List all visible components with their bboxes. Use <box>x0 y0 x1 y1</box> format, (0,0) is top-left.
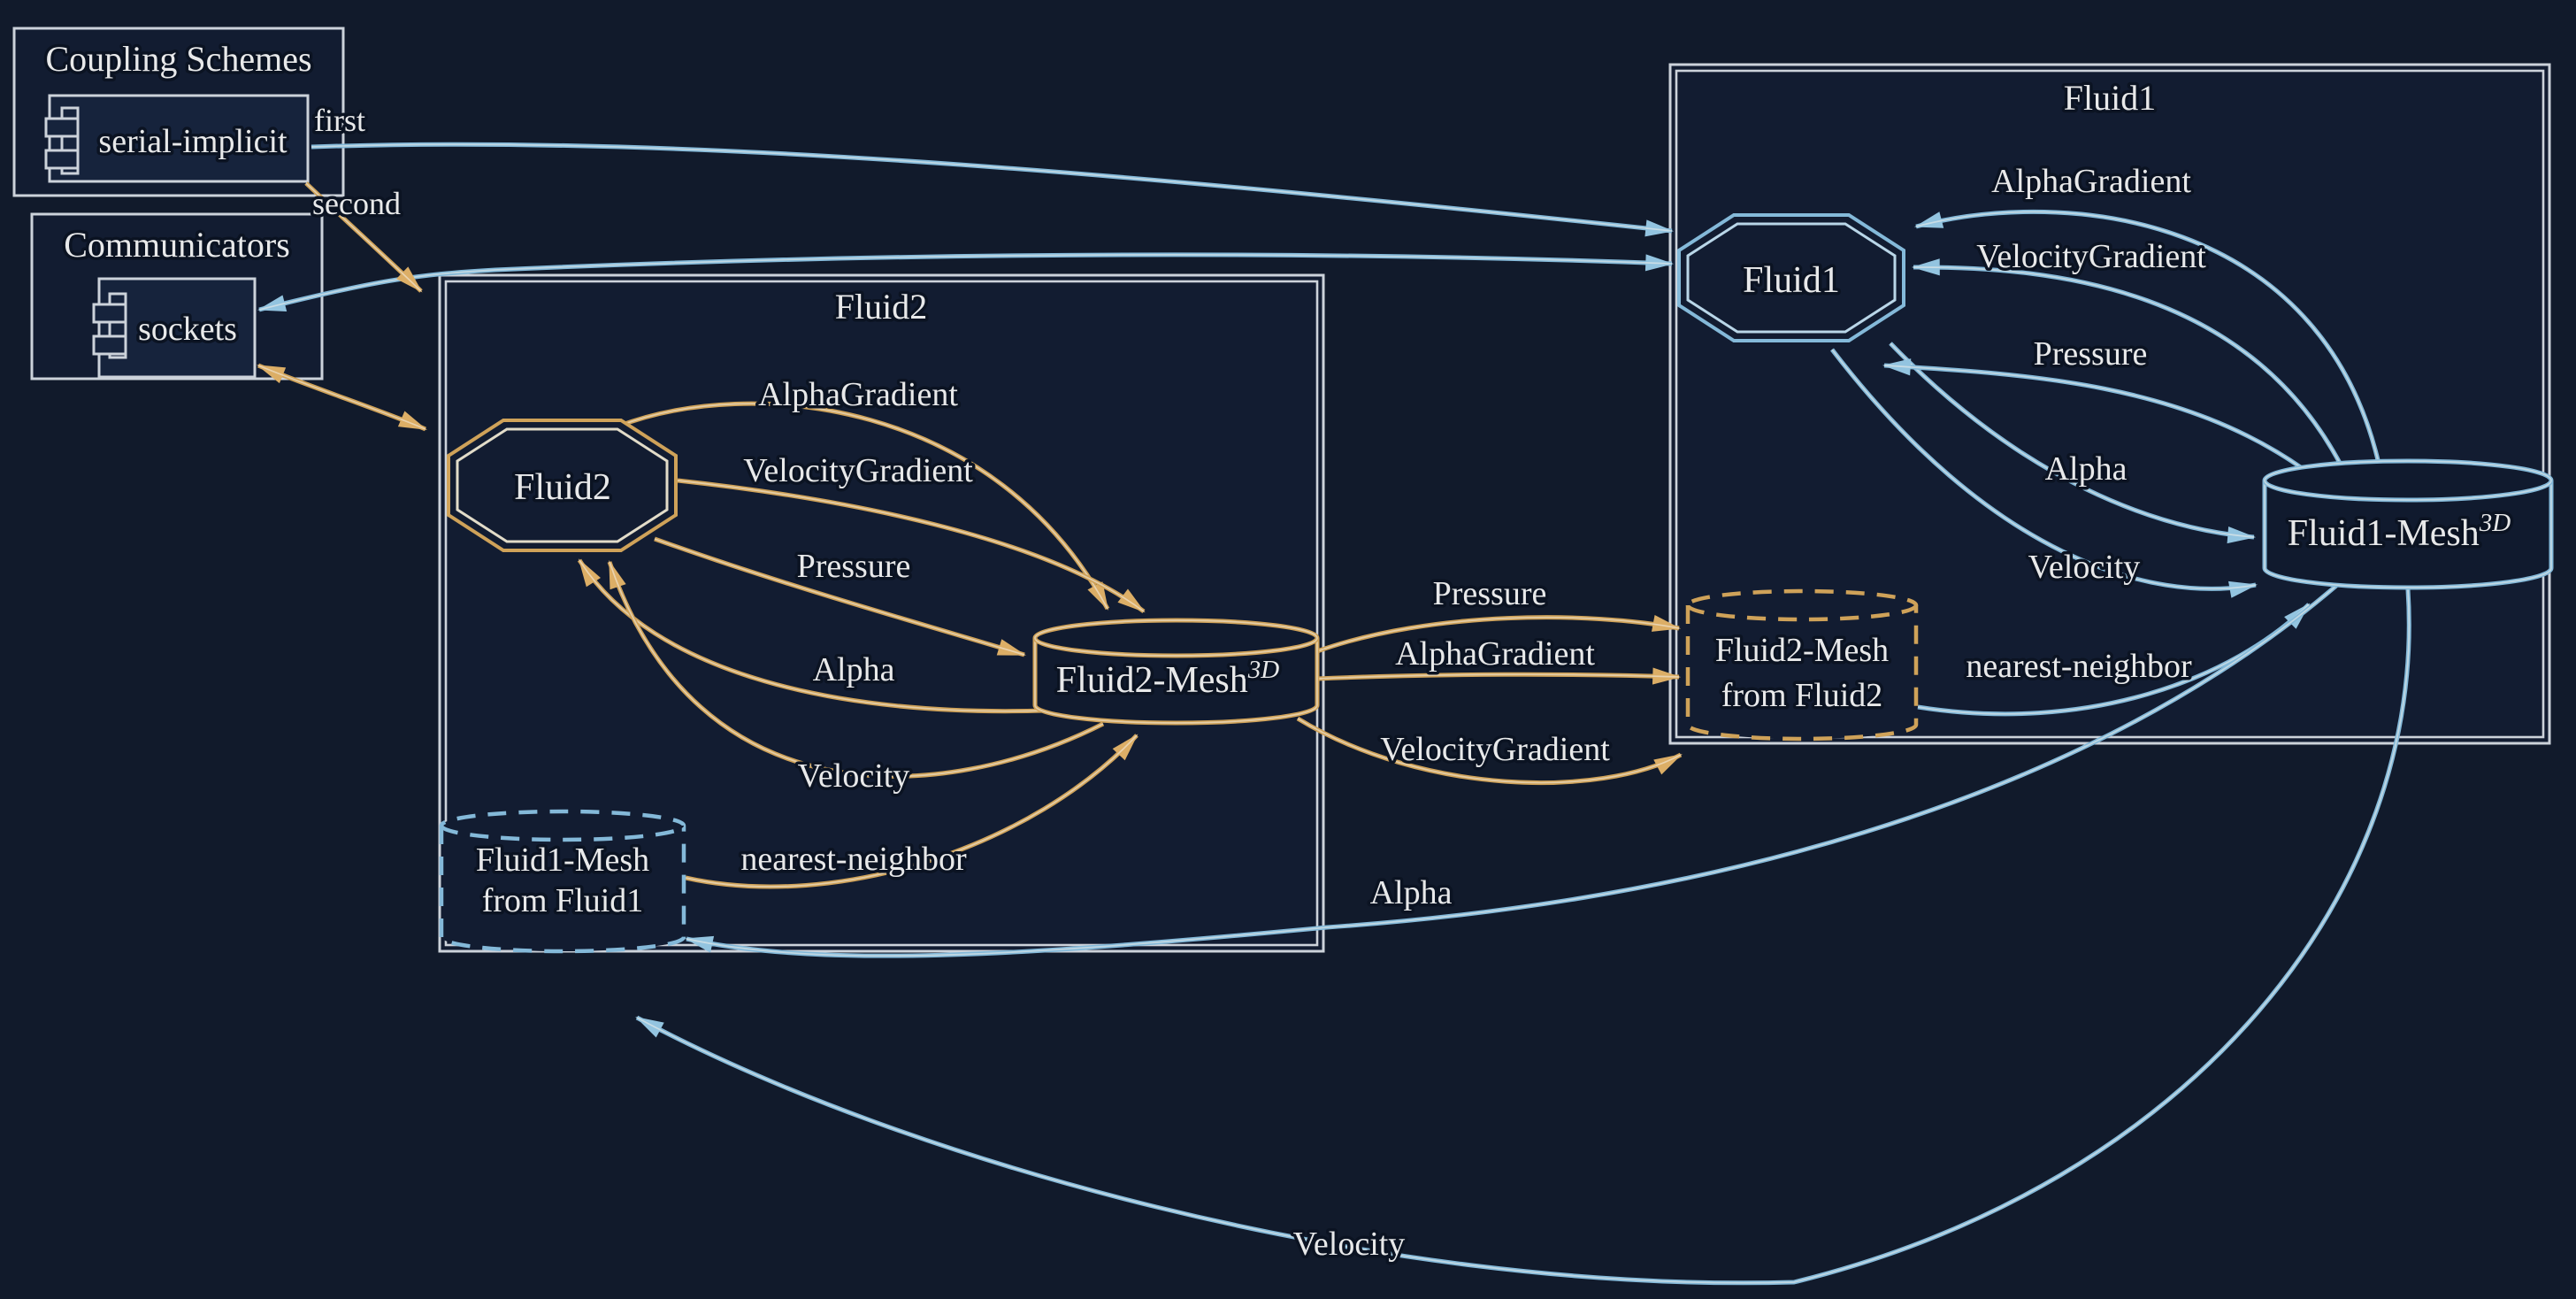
mesh-fluid1-label: Fluid1-Mesh3D <box>2288 509 2511 554</box>
label-exchange-alphagradient: AlphaGradient <box>1395 635 1595 673</box>
communicators-title: Communicators <box>64 225 290 265</box>
label-fluid2-write-velocitygradient: VelocityGradient <box>743 452 973 489</box>
participant-fluid2-label: Fluid2 <box>514 467 611 508</box>
serial-implicit-component <box>48 94 310 183</box>
label-exchange-velocity: Velocity <box>1293 1226 1406 1263</box>
received-mesh-fluid2-line1: Fluid2-Mesh <box>1715 632 1889 669</box>
received-mesh-fluid1-from-fluid1 <box>439 809 686 954</box>
label-fluid2-mapping: nearest-neighbor <box>740 841 967 878</box>
label-exchange-pressure: Pressure <box>1433 575 1547 612</box>
label-fluid2-read-alpha: Alpha <box>813 651 895 688</box>
label-exchange-velocitygradient: VelocityGradient <box>1380 731 1610 768</box>
component-icon <box>44 106 80 175</box>
label-fluid1-read-alphagradient: AlphaGradient <box>1991 163 2191 200</box>
edge-first-serial-implicit-to-fluid1 <box>310 142 1675 237</box>
edge-first-serial-implicit-to-fluid1-core <box>310 143 1673 232</box>
label-fluid2-write-pressure: Pressure <box>797 548 911 585</box>
cluster-fluid1-title: Fluid1 <box>2064 78 2156 118</box>
label-first: first <box>314 103 365 138</box>
label-fluid1-read-velocitygradient: VelocityGradient <box>1976 238 2206 275</box>
cluster-fluid2-title: Fluid2 <box>835 287 927 327</box>
label-fluid1-write-velocity: Velocity <box>2028 549 2141 586</box>
serial-implicit-label: serial-implicit <box>98 123 288 160</box>
participant-fluid1-label: Fluid1 <box>1743 260 1840 301</box>
coupling-schemes-title: Coupling Schemes <box>45 39 311 79</box>
label-fluid2-write-alphagradient: AlphaGradient <box>758 376 958 413</box>
label-fluid1-write-alpha: Alpha <box>2045 450 2128 488</box>
component-icon <box>92 292 127 359</box>
received-mesh-fluid1-line1: Fluid1-Mesh <box>476 842 649 879</box>
received-mesh-fluid2-from-fluid2 <box>1685 588 1919 742</box>
edge-exchange-alphagradient <box>1316 667 1682 685</box>
label-fluid1-read-pressure: Pressure <box>2034 335 2148 373</box>
sockets-label: sockets <box>138 311 237 348</box>
label-fluid1-mapping: nearest-neighbor <box>1966 648 2192 685</box>
mesh-fluid2-label: Fluid2-Mesh3D <box>1056 656 1280 701</box>
participant-fluid2-octagon <box>447 419 678 552</box>
received-mesh-fluid1-line2: from Fluid1 <box>482 882 644 919</box>
label-exchange-alpha: Alpha <box>1370 874 1453 911</box>
label-second: second <box>312 186 401 221</box>
label-fluid2-read-velocity: Velocity <box>798 757 910 795</box>
received-mesh-fluid2-line2: from Fluid2 <box>1721 677 1883 714</box>
participant-fluid1-octagon <box>1677 213 1905 342</box>
edge-sockets-fluid2 <box>257 363 427 432</box>
